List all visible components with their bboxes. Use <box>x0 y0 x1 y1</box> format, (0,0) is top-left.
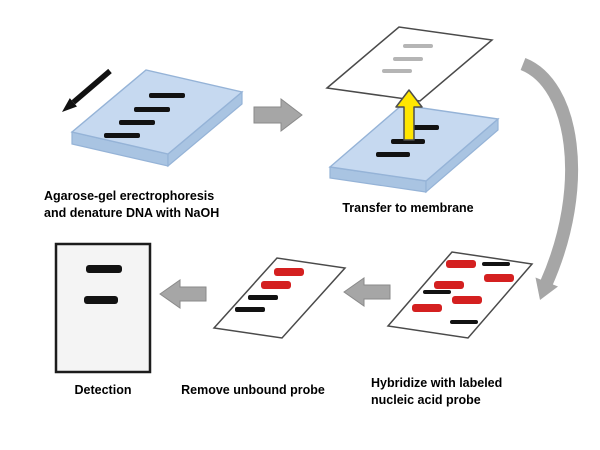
detection-step <box>54 242 152 374</box>
label-electrophoresis: Agarose-gel erectrophoresis and denature… <box>44 188 259 222</box>
probe-band <box>484 274 514 282</box>
transferred-band-faint <box>382 69 412 73</box>
dna-band <box>450 320 478 324</box>
transfer-step <box>325 26 500 194</box>
step-arrow-right-icon <box>253 97 303 133</box>
hybridize-step <box>386 251 534 339</box>
label-wash: Remove unbound probe <box>181 383 325 397</box>
label-detection: Detection <box>74 383 132 397</box>
hybridized-membrane <box>386 251 534 339</box>
dna-band <box>119 120 155 125</box>
dna-band <box>376 152 410 157</box>
step-arrow-left-icon <box>343 277 391 307</box>
dna-band <box>423 290 451 294</box>
detected-band <box>86 265 122 273</box>
label-electrophoresis-line1: Agarose-gel erectrophoresis <box>44 189 215 203</box>
probe-band <box>446 260 476 268</box>
loading-arrow-icon <box>71 68 112 105</box>
probe-band <box>434 281 464 289</box>
detection-film <box>54 242 152 374</box>
curved-arrow-shaft <box>520 57 579 287</box>
label-hybridize-line2: nucleic acid probe <box>371 393 481 407</box>
dna-band <box>104 133 140 138</box>
curved-arrow-head <box>535 277 558 300</box>
probe-band <box>274 268 304 276</box>
label-hybridize: Hybridize with labeled nucleic acid prob… <box>371 375 541 409</box>
dna-band <box>134 107 170 112</box>
dna-band <box>235 307 265 312</box>
curved-step-arrow-icon <box>520 57 579 300</box>
loading-arrow-head-icon <box>62 98 77 112</box>
wash-step <box>212 257 347 339</box>
membrane-sheet <box>325 26 494 102</box>
label-transfer: Transfer to membrane <box>342 201 474 215</box>
label-electrophoresis-line2: and denature DNA with NaOH <box>44 206 220 220</box>
label-hybridize-line1: Hybridize with labeled <box>371 376 503 390</box>
detected-band <box>84 296 118 304</box>
probe-band <box>452 296 482 304</box>
step-arrow-left-icon <box>159 279 207 309</box>
dna-band <box>248 295 278 300</box>
dna-band <box>149 93 185 98</box>
transferred-band-faint <box>403 44 433 48</box>
washed-membrane <box>212 257 347 339</box>
transferred-band-faint <box>393 57 423 61</box>
dna-band <box>482 262 510 266</box>
probe-band <box>261 281 291 289</box>
transfer-up-arrow-icon <box>395 89 423 141</box>
dna-band <box>391 139 425 144</box>
gel-electrophoresis-step <box>62 68 244 168</box>
probe-band <box>412 304 442 312</box>
